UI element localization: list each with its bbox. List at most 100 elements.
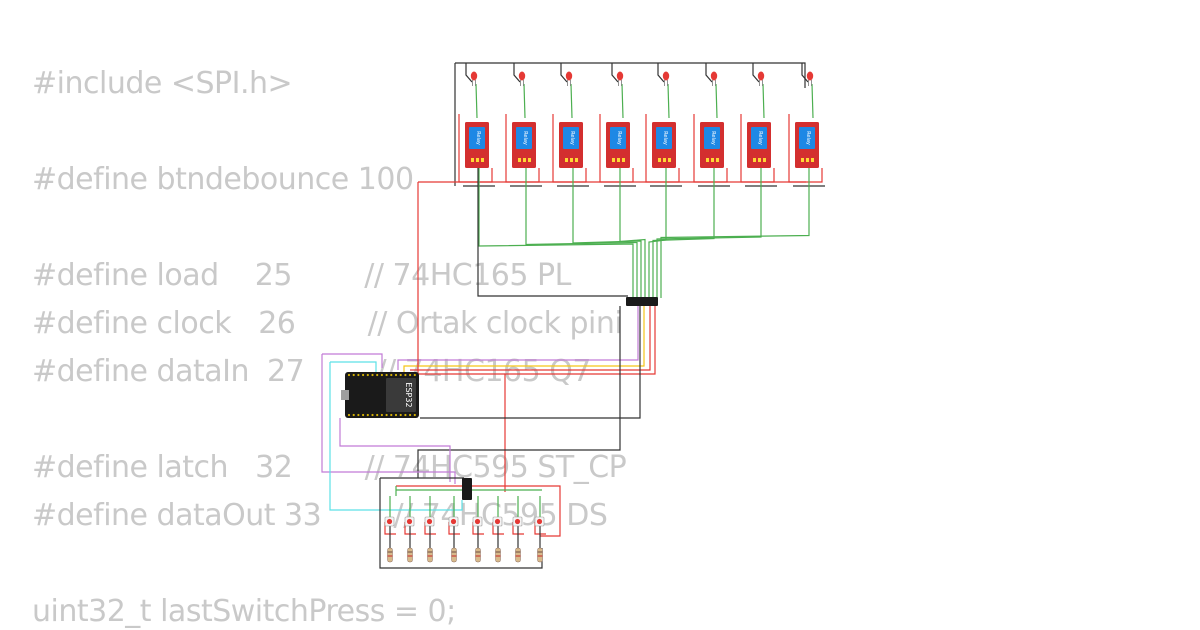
pin: [371, 413, 374, 417]
code-line: uint32_t lastSwitchPress = 0;: [32, 594, 456, 629]
relay-label: Relay: [616, 131, 622, 145]
resistor: [387, 547, 393, 563]
wire-led-relay: [715, 83, 718, 119]
wire-led-gnd: [801, 63, 809, 83]
relay-coil: [516, 127, 532, 149]
pin: [409, 373, 412, 377]
pin: [390, 413, 393, 417]
wire-vcc-left: [417, 182, 505, 375]
wire-led-relay: [523, 83, 526, 119]
pin: [404, 373, 407, 377]
relay-module: Relay: [512, 122, 536, 168]
esp32-module: [386, 378, 416, 412]
relay-pin: [801, 158, 804, 162]
relay-pin: [622, 158, 625, 162]
pin: [366, 373, 369, 377]
pin: [385, 413, 388, 417]
wire-relay-signal: [656, 168, 762, 298]
wire-relay-signal: [652, 168, 715, 298]
led: [518, 71, 526, 86]
relay-pin: [711, 158, 714, 162]
button-led: [536, 518, 543, 525]
relay-pin: [523, 158, 526, 162]
relay-pin: [663, 158, 666, 162]
wires: [321, 62, 825, 569]
resistor: [407, 547, 413, 563]
resistor: [427, 547, 433, 563]
relay-label: Relay: [662, 131, 668, 145]
wire-led-relay: [762, 83, 765, 119]
wire-led-gnd: [560, 63, 568, 83]
resistor: [537, 547, 543, 563]
relay-module: Relay: [652, 122, 676, 168]
relay-pin: [471, 158, 474, 162]
relay-pin: [617, 158, 620, 162]
wire-vcc-down: [504, 306, 656, 492]
led-body: [518, 71, 526, 81]
led-body: [806, 71, 814, 81]
relay-pin: [668, 158, 671, 162]
led-body: [757, 71, 765, 81]
wire-relay-signal: [619, 168, 646, 298]
relay-label: Relay: [805, 131, 811, 145]
code-line: #define latch 32 // 74HC595 ST_CP: [32, 450, 627, 485]
relay-pin: [658, 158, 661, 162]
relay-module: Relay: [747, 122, 771, 168]
wire-button-led: [424, 522, 436, 535]
wire-relay-signal: [572, 168, 642, 298]
relay-pin: [716, 158, 719, 162]
wire-led-gnd: [513, 63, 521, 83]
pin: [409, 413, 412, 417]
button-led: [450, 518, 457, 525]
wire-datain-a: [410, 306, 651, 371]
led-body: [565, 71, 573, 81]
relay-pin: [706, 158, 709, 162]
pin: [362, 373, 365, 377]
wire-led-gnd: [657, 63, 665, 83]
relay-label: Relay: [569, 131, 575, 145]
relay-pin: [481, 158, 484, 162]
relay-coil: [751, 127, 767, 149]
code-line: #include <SPI.h>: [32, 66, 293, 101]
wire-button-led: [448, 522, 460, 535]
code-line: #define btndebounce 100: [32, 162, 414, 197]
relay-label: Relay: [757, 131, 763, 145]
wire-relay-signal: [478, 168, 634, 298]
shift-register-165: [626, 297, 658, 306]
pin: [357, 413, 360, 417]
wire-button-led: [404, 522, 416, 535]
relay-pin: [565, 158, 568, 162]
led: [757, 71, 765, 86]
wire-led-relay: [475, 83, 478, 119]
button-led: [406, 518, 413, 525]
wire-relay-signal: [660, 168, 810, 298]
relay-pin: [763, 158, 766, 162]
led: [806, 71, 814, 86]
relay-module: Relay: [559, 122, 583, 168]
relay-pin: [518, 158, 521, 162]
relay-coil: [799, 127, 815, 149]
relay-coil: [704, 127, 720, 149]
pin: [352, 413, 355, 417]
relay-coil: [469, 127, 485, 149]
wire-chip-gnd: [477, 168, 628, 297]
wire-gnd-top: [455, 62, 806, 88]
relay-pin: [528, 158, 531, 162]
esp32-label: ESP32: [404, 382, 413, 407]
code-line: #define load 25 // 74HC165 PL: [32, 258, 571, 293]
wire-gnd-low: [417, 306, 621, 478]
relay-pin: [476, 158, 479, 162]
wire-button-led: [534, 522, 546, 535]
pin: [371, 373, 374, 377]
code-line: #define clock 26 // Ortak clock pini: [32, 306, 623, 341]
wire-led-relay: [667, 83, 670, 119]
pin: [394, 413, 398, 417]
relay-coil: [610, 127, 626, 149]
relay-pin: [758, 158, 761, 162]
relay-label: Relay: [522, 131, 528, 145]
wire-led-relay: [621, 83, 624, 119]
wire-violet-left: [322, 353, 383, 368]
wire-bottom-vcc: [396, 485, 561, 537]
